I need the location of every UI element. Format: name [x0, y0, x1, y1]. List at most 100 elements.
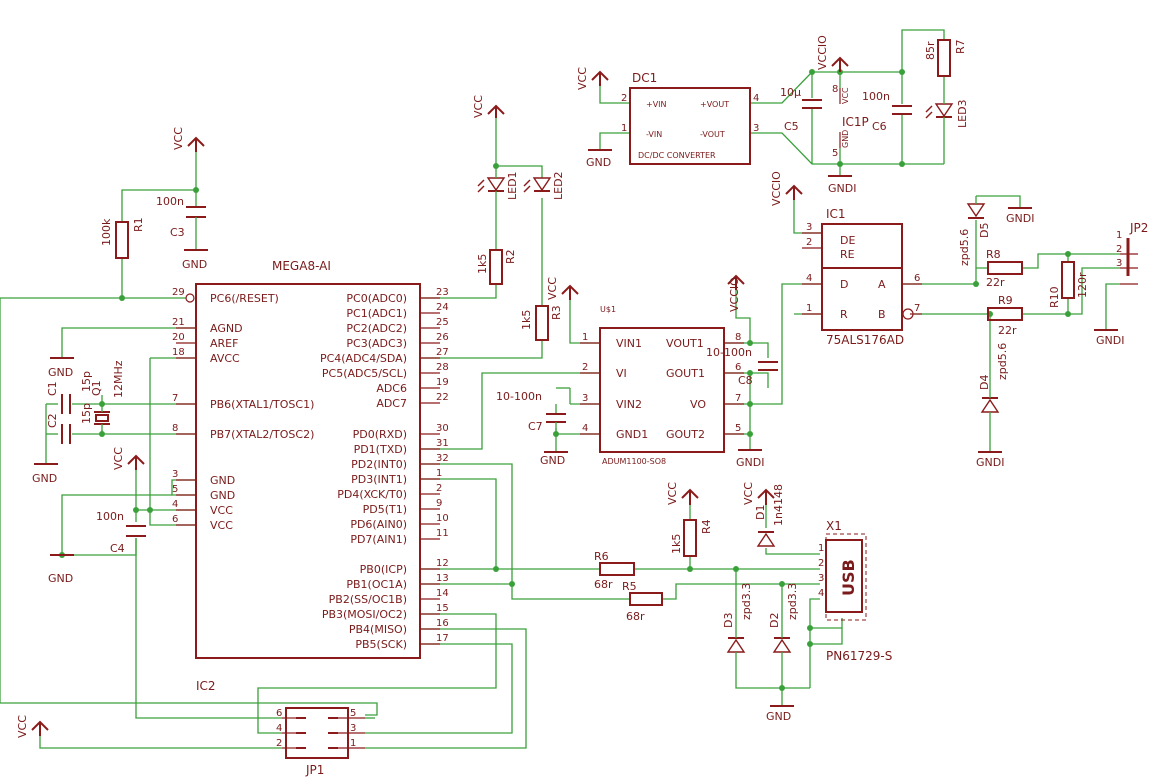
- c8-value: 10-100n: [706, 346, 752, 359]
- u1-pinnum-2: 2: [582, 362, 588, 373]
- ic2-pinnum-12: 12: [436, 558, 449, 569]
- ic2-pinnum-2: 2: [436, 483, 442, 494]
- ic2-pin-label: GND: [210, 474, 235, 487]
- vccio-label-2: VCCIO: [770, 171, 783, 206]
- dc1-pinnum-1: 1: [621, 123, 627, 134]
- d2-ref: D2: [768, 613, 781, 628]
- led3: LED3: [925, 92, 969, 128]
- u1-pin-vin2: VIN2: [616, 398, 642, 411]
- ic2-pin-label: PC4(ADC4/SDA): [320, 352, 407, 365]
- ic2-pin-label: PD0(RXD): [353, 428, 407, 441]
- ic1-pin-b: B: [878, 308, 886, 321]
- u1-value: ADUM1100-SO8: [602, 457, 666, 466]
- r6: [599, 562, 635, 576]
- r6-ref: R6: [594, 550, 609, 563]
- gndi-label-3: GNDI: [1006, 212, 1034, 225]
- ic2-pin-label: PD2(INT0): [351, 458, 407, 471]
- d2: D2 zpd3.3: [768, 583, 799, 654]
- ic1p-gnd: GND: [841, 130, 850, 148]
- ic2-pinnum-7: 7: [172, 393, 178, 404]
- ic2-pin-label: PD5(T1): [363, 503, 407, 516]
- u1-pinnum-4: 4: [582, 423, 588, 434]
- ic2-pinnum-4: 4: [172, 499, 178, 510]
- c2-value: 15p: [80, 403, 93, 424]
- ic2-pinnum-20: 20: [172, 332, 185, 343]
- vcc-label-6: VCC: [742, 482, 755, 505]
- jp2-pin2: 2: [1116, 244, 1122, 255]
- ic2-pinnum-30: 30: [436, 423, 449, 434]
- vcc-label-8: VCC: [16, 715, 29, 738]
- d3: D3 zpd3.3: [722, 583, 753, 654]
- d5-value: zpd5.6: [958, 229, 971, 266]
- ic1-pinnum-3: 3: [806, 222, 812, 233]
- jp1-ref: JP1: [305, 763, 324, 777]
- r4: [683, 519, 697, 557]
- ic2-pin-label: PB6(XTAL1/TOSC1): [210, 398, 314, 411]
- ic2-pin-label: VCC: [210, 504, 233, 517]
- ic2-pin-label: PC1(ADC1): [346, 307, 407, 320]
- q1-crystal: Q1 12MHz: [90, 360, 125, 434]
- d1-ref: D1: [754, 505, 767, 520]
- c5-value: 10µ: [780, 86, 801, 99]
- ic1-pinnum-7: 7: [914, 303, 920, 314]
- ic2-pinnum-1: 1: [436, 468, 442, 479]
- u1-pin-vi: VI: [616, 367, 627, 380]
- c4-value: 100n: [96, 510, 124, 523]
- c7-value: 10-100n: [496, 390, 542, 403]
- ic2-pin-label: PD3(INT1): [351, 473, 407, 486]
- ic1-pin-d: D: [840, 278, 848, 291]
- u1-pin-gout1: GOUT1: [666, 367, 705, 380]
- vcc-label-3: VCC: [576, 67, 589, 90]
- r1-value: 100k: [100, 218, 113, 246]
- r9-value: 22r: [998, 324, 1017, 337]
- r8-ref: R8: [986, 248, 1001, 261]
- r4-value: 1k5: [670, 534, 683, 554]
- r2: [489, 249, 503, 285]
- ic2-pinnum-28: 28: [436, 362, 449, 373]
- d4-value: zpd5.6: [996, 343, 1009, 380]
- jp1-pin6: 6: [276, 708, 282, 719]
- resistors: R1 100k R2 1k5 R3 1k5 R4 1k5 R5 68r R6 6…: [100, 39, 1089, 623]
- u1-pin-gout2: GOUT2: [666, 428, 705, 441]
- ic2-pin-label: PC0(ADC0): [346, 292, 407, 305]
- r10: [1061, 261, 1075, 299]
- c5-ref: C5: [784, 120, 799, 133]
- ic2-pin-label: PB4(MISO): [349, 623, 407, 636]
- r5-ref: R5: [622, 580, 637, 593]
- ic2-pinnum-25: 25: [436, 317, 449, 328]
- ic2-pin-label: GND: [210, 489, 235, 502]
- c1: C1 15p: [46, 371, 93, 414]
- x1-pin3: 3: [818, 573, 824, 584]
- ic2-pinnum-11: 11: [436, 528, 449, 539]
- r3: [535, 305, 549, 341]
- r8: [987, 261, 1023, 275]
- gndi-label-5: GNDI: [1096, 334, 1124, 347]
- ic1-pinnum-2: 2: [806, 237, 812, 248]
- u1-pinnum-3: 3: [582, 393, 588, 404]
- ic2-pin-label: PB5(SCK): [355, 638, 407, 651]
- ic2-pin-label: PD1(TXD): [354, 443, 407, 456]
- gnd-label-5: GND: [586, 156, 611, 169]
- gndi-label-4: GNDI: [976, 456, 1004, 469]
- c8-ref: C8: [738, 374, 753, 387]
- u1-pinnum-8: 8: [735, 332, 741, 343]
- dc1-converter: DC1 DC/DC CONVERTER +VIN -VIN +VOUT -VOU…: [621, 71, 759, 165]
- ic2-pin-label: PC3(ADC3): [346, 337, 407, 350]
- led1: LED1: [477, 166, 519, 200]
- ic2-pin-label: PC5(ADC5/SCL): [322, 367, 407, 380]
- ic2-pin-label: AREF: [210, 337, 238, 350]
- r1-ref: R1: [132, 217, 145, 232]
- r6-value: 68r: [594, 578, 613, 591]
- ic2-pinnum-16: 16: [436, 618, 449, 629]
- ic2-pin-label: VCC: [210, 519, 233, 532]
- ic1-pinnum-1: 1: [806, 303, 812, 314]
- ic2-pinnum-22: 22: [436, 392, 449, 403]
- c3-value: 100n: [156, 195, 184, 208]
- wires: [0, 29, 1120, 749]
- ic2-pinnum-15: 15: [436, 603, 449, 614]
- gnd-label-4: GND: [48, 572, 73, 585]
- jp2-header: JP2 1 2 3: [1116, 221, 1148, 285]
- c2: C2 15p: [46, 403, 93, 444]
- x1-usb-connector: X1 USB PN61729-S 1 2 3 4: [818, 519, 892, 663]
- c7-ref: C7: [528, 420, 543, 433]
